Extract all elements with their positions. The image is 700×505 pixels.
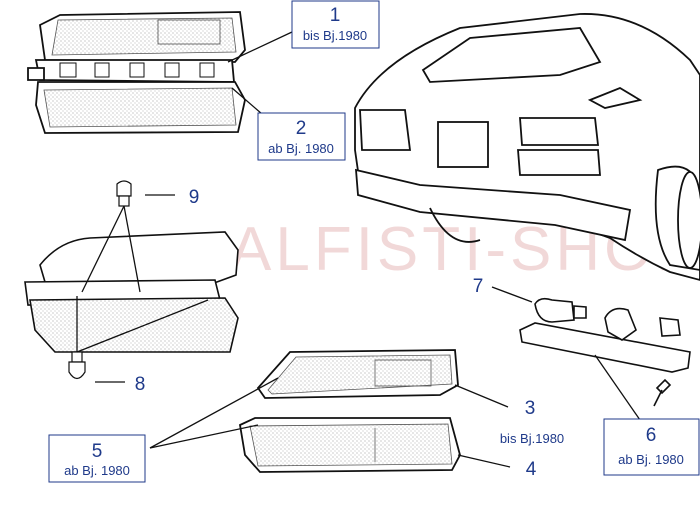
tail-light-assembly-top	[27, 11, 246, 134]
callout-9: 9	[189, 187, 200, 208]
bulb-9-icon	[116, 180, 132, 207]
svg-text:1: 1	[330, 5, 341, 26]
leader-5b	[149, 424, 259, 449]
bulb-8-icon	[68, 351, 86, 380]
leader-5a	[149, 377, 279, 449]
svg-text:9: 9	[189, 187, 200, 208]
callout-1: 1 bis Bj.1980	[291, 0, 380, 49]
leader-3	[454, 384, 509, 408]
svg-text:5: 5	[92, 441, 103, 462]
svg-text:4: 4	[526, 459, 537, 480]
leader-7	[491, 286, 533, 303]
leader-2	[231, 87, 263, 115]
callout-2: 2 ab Bj. 1980	[257, 112, 346, 161]
leader-4	[457, 454, 511, 468]
leader-9a	[81, 205, 125, 293]
callout-6: 6 ab Bj. 1980	[603, 418, 700, 476]
leader-9b	[123, 205, 141, 293]
callout-8: 8	[135, 374, 146, 395]
callout-7: 7	[473, 276, 484, 297]
svg-text:7: 7	[473, 276, 484, 297]
svg-text:ab Bj. 1980: ab Bj. 1980	[268, 141, 334, 156]
svg-text:3: 3	[525, 398, 536, 419]
plate-lamp-assembly	[519, 297, 691, 407]
svg-text:2: 2	[296, 118, 307, 139]
car-rear-view	[354, 13, 700, 281]
callout-5: 5 ab Bj. 1980	[48, 434, 146, 483]
callout-4: 4	[526, 459, 537, 480]
side-lens-4	[238, 417, 461, 473]
svg-text:bis Bj.1980: bis Bj.1980	[500, 431, 564, 446]
bulb-holder-assembly	[24, 231, 239, 353]
svg-text:ab Bj. 1980: ab Bj. 1980	[618, 452, 684, 467]
svg-text:6: 6	[646, 425, 657, 446]
svg-text:bis Bj.1980: bis Bj.1980	[303, 28, 367, 43]
svg-text:ab Bj. 1980: ab Bj. 1980	[64, 463, 130, 478]
leader-1	[227, 31, 293, 63]
leader-6	[594, 354, 641, 421]
leader-8b	[76, 299, 209, 353]
svg-text:8: 8	[135, 374, 146, 395]
callout-3: 3 bis Bj.1980	[500, 398, 564, 446]
side-lens-3	[256, 349, 459, 399]
